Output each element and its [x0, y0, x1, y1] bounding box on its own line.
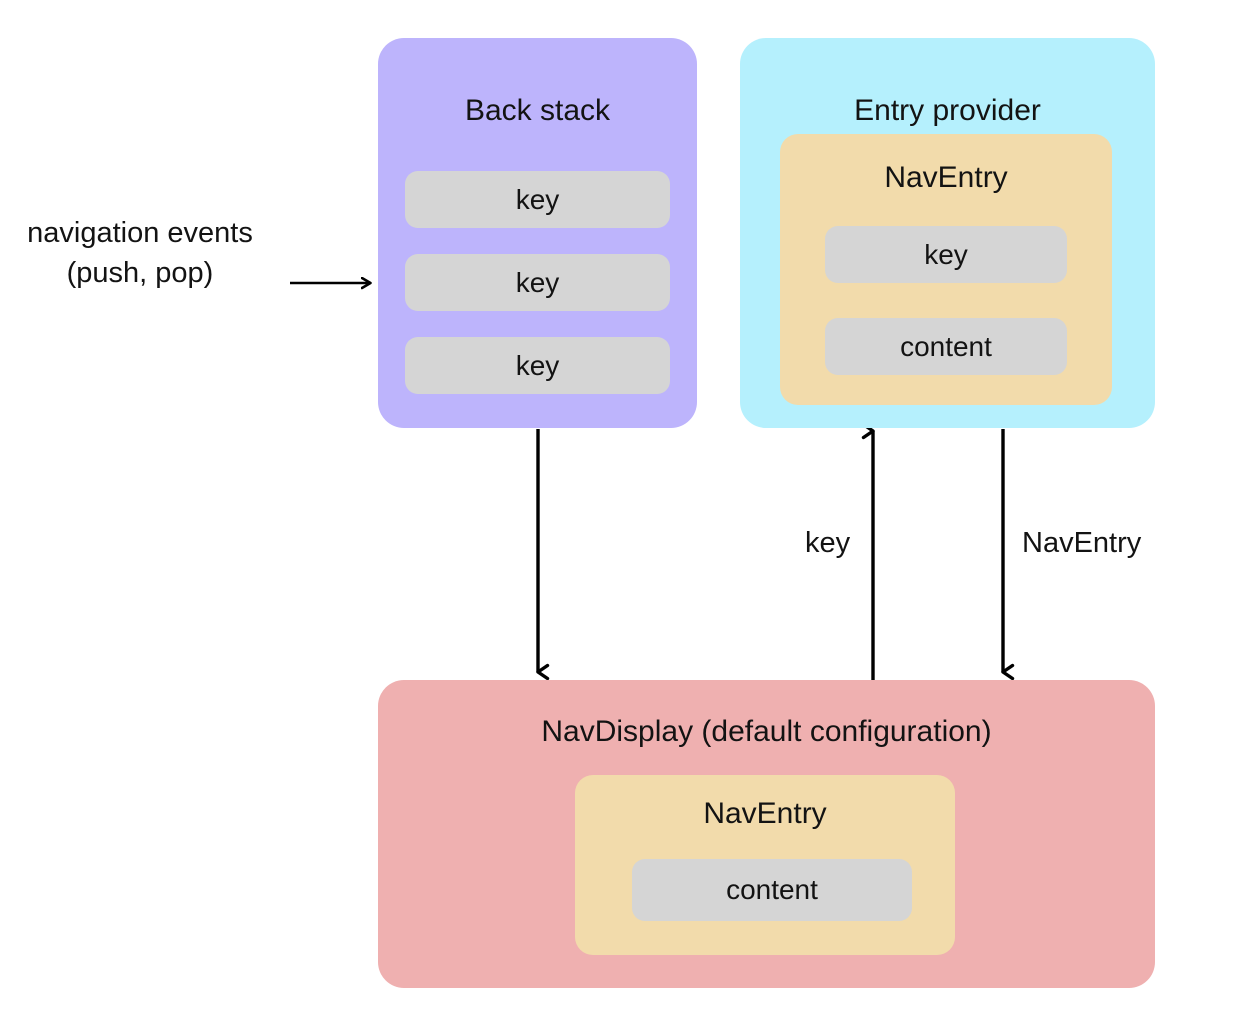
- back-stack-key-2[interactable]: key: [405, 254, 670, 311]
- back-stack-key-3[interactable]: key: [405, 337, 670, 394]
- entry-provider-nav-entry-content[interactable]: content: [825, 318, 1067, 375]
- navigation-events-line2: (push, pop): [66, 257, 214, 289]
- nav-display-nav-entry[interactable]: NavEntry content: [575, 775, 955, 955]
- nav-display-panel[interactable]: NavDisplay (default configuration) NavEn…: [378, 680, 1155, 988]
- back-stack-title: Back stack: [464, 94, 611, 127]
- navigation-events-line1: navigation events: [27, 217, 253, 249]
- nav-display-nav-entry-content[interactable]: content: [632, 859, 912, 921]
- entry-provider-nav-entry-title: NavEntry: [884, 161, 1008, 194]
- entry-provider-title: Entry provider: [854, 94, 1041, 127]
- nav-display-nav-entry-title: NavEntry: [703, 797, 827, 830]
- edge-label-nav-entry: NavEntry: [1022, 527, 1142, 559]
- navigation-events-label: navigation events (push, pop): [6, 213, 274, 293]
- entry-provider-nav-entry[interactable]: NavEntry key content: [780, 134, 1112, 405]
- entry-provider-nav-entry-key[interactable]: key: [825, 226, 1067, 283]
- back-stack-panel[interactable]: Back stack key key key: [378, 38, 697, 428]
- nav-display-title: NavDisplay (default configuration): [541, 715, 992, 748]
- back-stack-key-1[interactable]: key: [405, 171, 670, 228]
- edge-label-key: key: [805, 527, 851, 559]
- entry-provider-panel[interactable]: Entry provider NavEntry key content: [740, 38, 1155, 428]
